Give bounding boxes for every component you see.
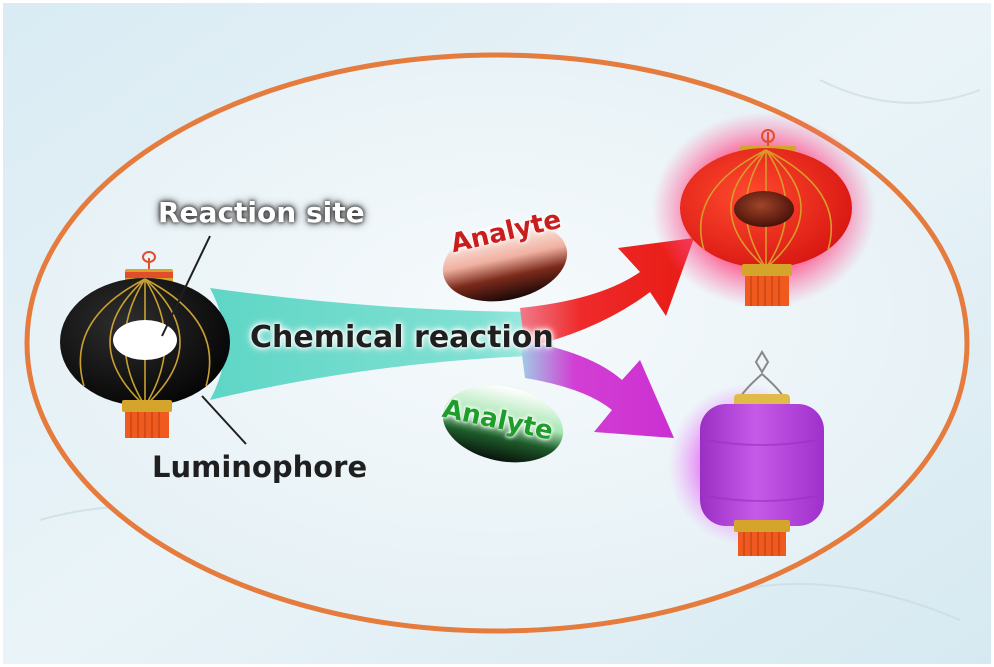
- reaction-site-label: Reaction site: [158, 196, 365, 229]
- magenta-arrow: [520, 340, 674, 438]
- chemical-reaction-band: [210, 288, 555, 400]
- luminophore-leader: [201, 395, 247, 445]
- analyte-pill-red: [442, 222, 568, 302]
- red-arrow: [520, 238, 694, 348]
- reaction-site-white: [113, 320, 177, 360]
- reaction-site-red: [734, 191, 794, 227]
- black-lantern: [60, 251, 230, 438]
- analyte-pill-green: [442, 385, 564, 463]
- purple-lantern: [668, 350, 824, 556]
- luminophore-label: Luminophore: [152, 450, 368, 484]
- reaction-site-leader: [161, 235, 211, 337]
- chemical-reaction-label: Chemical reaction: [250, 320, 554, 355]
- red-lantern: [652, 112, 876, 308]
